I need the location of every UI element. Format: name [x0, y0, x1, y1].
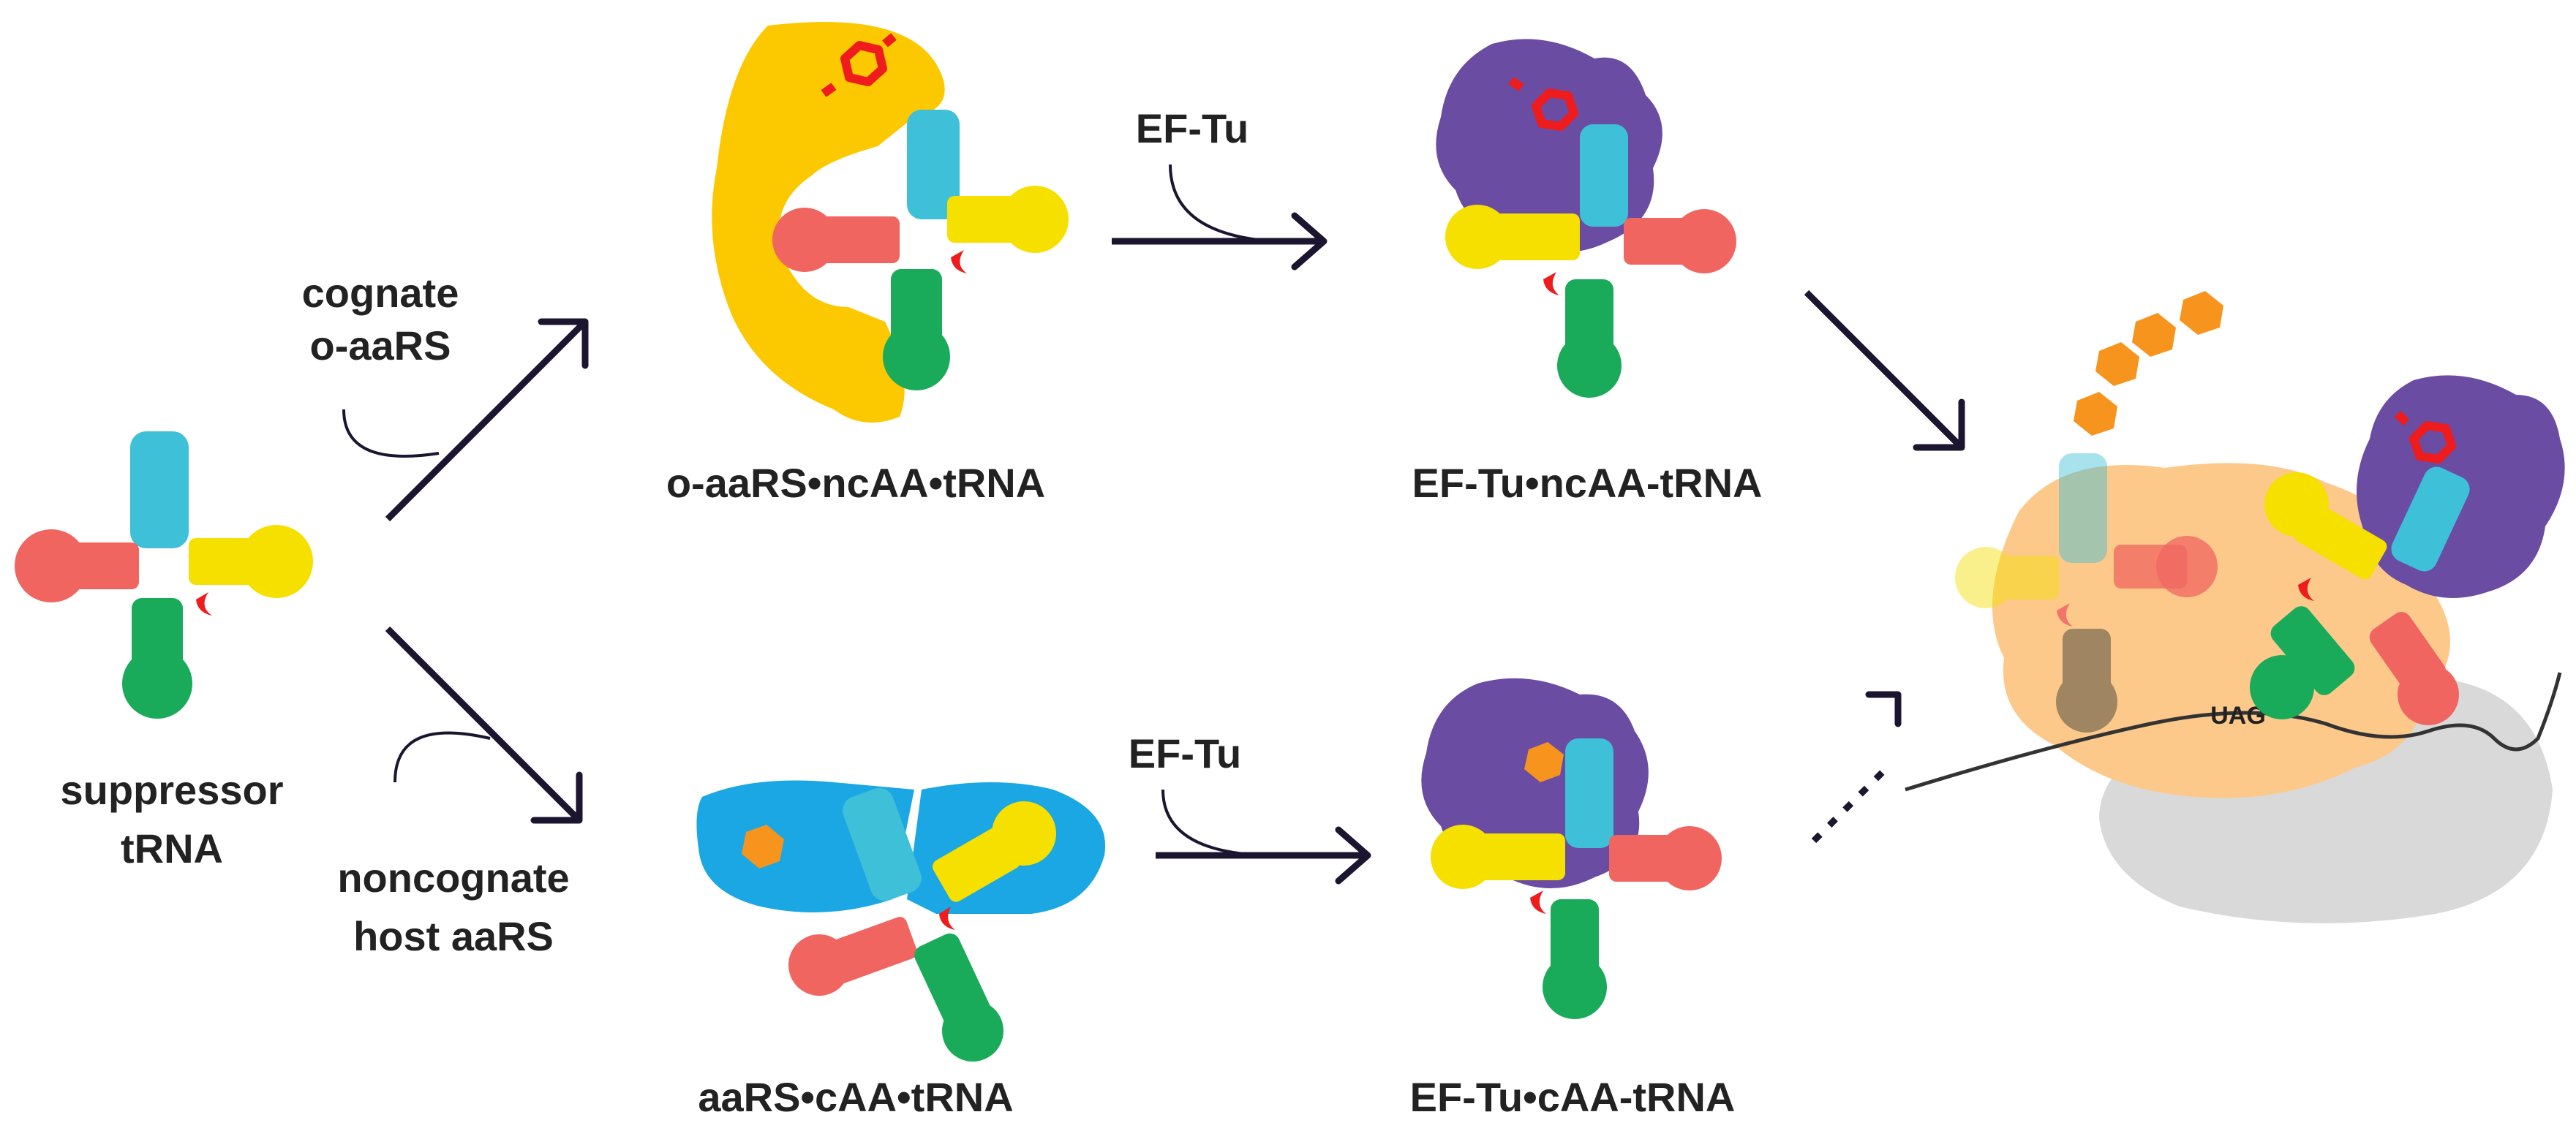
caa-icon [742, 825, 784, 869]
t-arm [843, 787, 922, 901]
amino-acid-mark [939, 907, 955, 930]
ncaa-icon [821, 33, 897, 97]
t-arm [2059, 453, 2107, 563]
cognate-oaars-label-2: o-aaRS [310, 322, 451, 368]
anticodon-loop [2056, 671, 2117, 733]
ribosome: UAG [1905, 291, 2565, 923]
noncognate-host-aars-label-1: noncognate [337, 855, 569, 901]
eftu-ncaa-complex [1436, 39, 1736, 398]
t-arm [1580, 124, 1628, 227]
eftu-caa-label: EF-Tu•cAA-tRNA [1410, 1074, 1736, 1120]
acceptor-loop [2264, 472, 2329, 537]
ncaa-icon [1508, 77, 1578, 131]
arrow-ncaa-to-ribosome [1804, 290, 1963, 449]
d-loop [15, 529, 88, 602]
anticodon-arm [2063, 629, 2111, 709]
acceptor-loop [992, 801, 1056, 866]
oaars-complex-label: o-aaRS•ncAA•tRNA [666, 460, 1045, 506]
p-site-d-loop [2156, 536, 2218, 597]
amino-acid-mark [1530, 890, 1546, 914]
arrow-head-host-aars [530, 771, 583, 824]
suppressor-trna [15, 431, 313, 719]
t-arm [907, 110, 960, 219]
oaars-complex [712, 22, 1069, 423]
t-arm [2391, 466, 2470, 572]
eftu-caa-complex [1421, 678, 1722, 1019]
amino-acid-mark [2298, 578, 2314, 601]
acceptor-loop [1955, 547, 2016, 608]
oaars-entry-curve [342, 409, 440, 458]
anticodon-loop [122, 648, 192, 719]
amino-acid-mark [951, 250, 967, 273]
ef-tu-top-label: EF-Tu [1136, 105, 1249, 151]
p-site-trna [1955, 453, 2117, 733]
aars-complex-label: aaRS•cAA•tRNA [698, 1074, 1013, 1120]
anticodon-arm [2270, 606, 2355, 695]
t-arm [1565, 738, 1613, 848]
peptide-residue-4 [2074, 392, 2117, 436]
noncognate-host-aars-label-2: host aaRS [353, 913, 554, 959]
host-aars-complex [696, 780, 1106, 1062]
amino-acid-mark [196, 592, 212, 616]
arrow-head-caa-to-ribosome [1865, 691, 1902, 727]
acceptor-loop [1445, 205, 1510, 269]
suppressor-trna-label-2: tRNA [121, 825, 223, 871]
d-loop [1672, 209, 1736, 273]
mrna-strand [1905, 672, 2562, 792]
o-aars-enzyme [712, 22, 945, 423]
arrow-to-oaars [385, 319, 588, 522]
arrow-head-oaars [538, 318, 589, 369]
d-loop [1657, 826, 1722, 890]
caa-icon [1524, 742, 1564, 782]
arrow-head-oaars-to-eftu [1291, 212, 1327, 271]
acceptor-loop [1431, 825, 1495, 889]
t-arm [130, 431, 189, 548]
peptide-residue-3 [2180, 291, 2223, 335]
anticodon-loop [942, 1000, 1003, 1062]
acceptor-stem [1986, 556, 2059, 599]
anticodon-loop [1543, 955, 1607, 1019]
ncaa-icon [2394, 410, 2456, 464]
acceptor-loop [240, 525, 313, 598]
ef-tu-bottom-label: EF-Tu [1129, 730, 1241, 776]
d-loop [2398, 664, 2459, 725]
ef-tu-top-curve [1169, 164, 1273, 243]
anticodon-loop [2250, 655, 2314, 719]
d-loop [772, 208, 837, 272]
host-aars-entry-curve [393, 731, 491, 783]
acceptor-loop [1001, 186, 1069, 253]
cognate-oaars-label-1: cognate [302, 270, 459, 316]
peptide-residue-2 [2132, 313, 2176, 357]
arrow-to-host-aars [385, 626, 581, 822]
ef-tu-bottom-curve [1161, 789, 1266, 857]
arrow-head-ncaa-to-ribosome [1913, 398, 1965, 451]
anticodon-loop [883, 323, 950, 390]
peptide-residue-1 [2095, 342, 2139, 386]
eftu-ncaa-label: EF-Tu•ncAA-tRNA [1412, 460, 1763, 506]
amino-acid-mark [1543, 272, 1559, 295]
arrow-caa-to-ribosome-dotted [1811, 765, 1890, 844]
anticodon-loop [1557, 333, 1622, 398]
suppressor-trna-label-1: suppressor [61, 767, 284, 813]
d-loop [788, 934, 850, 996]
arrow-head-aars-to-eftu [1335, 826, 1371, 885]
p-site-aa-mark [2057, 603, 2073, 627]
